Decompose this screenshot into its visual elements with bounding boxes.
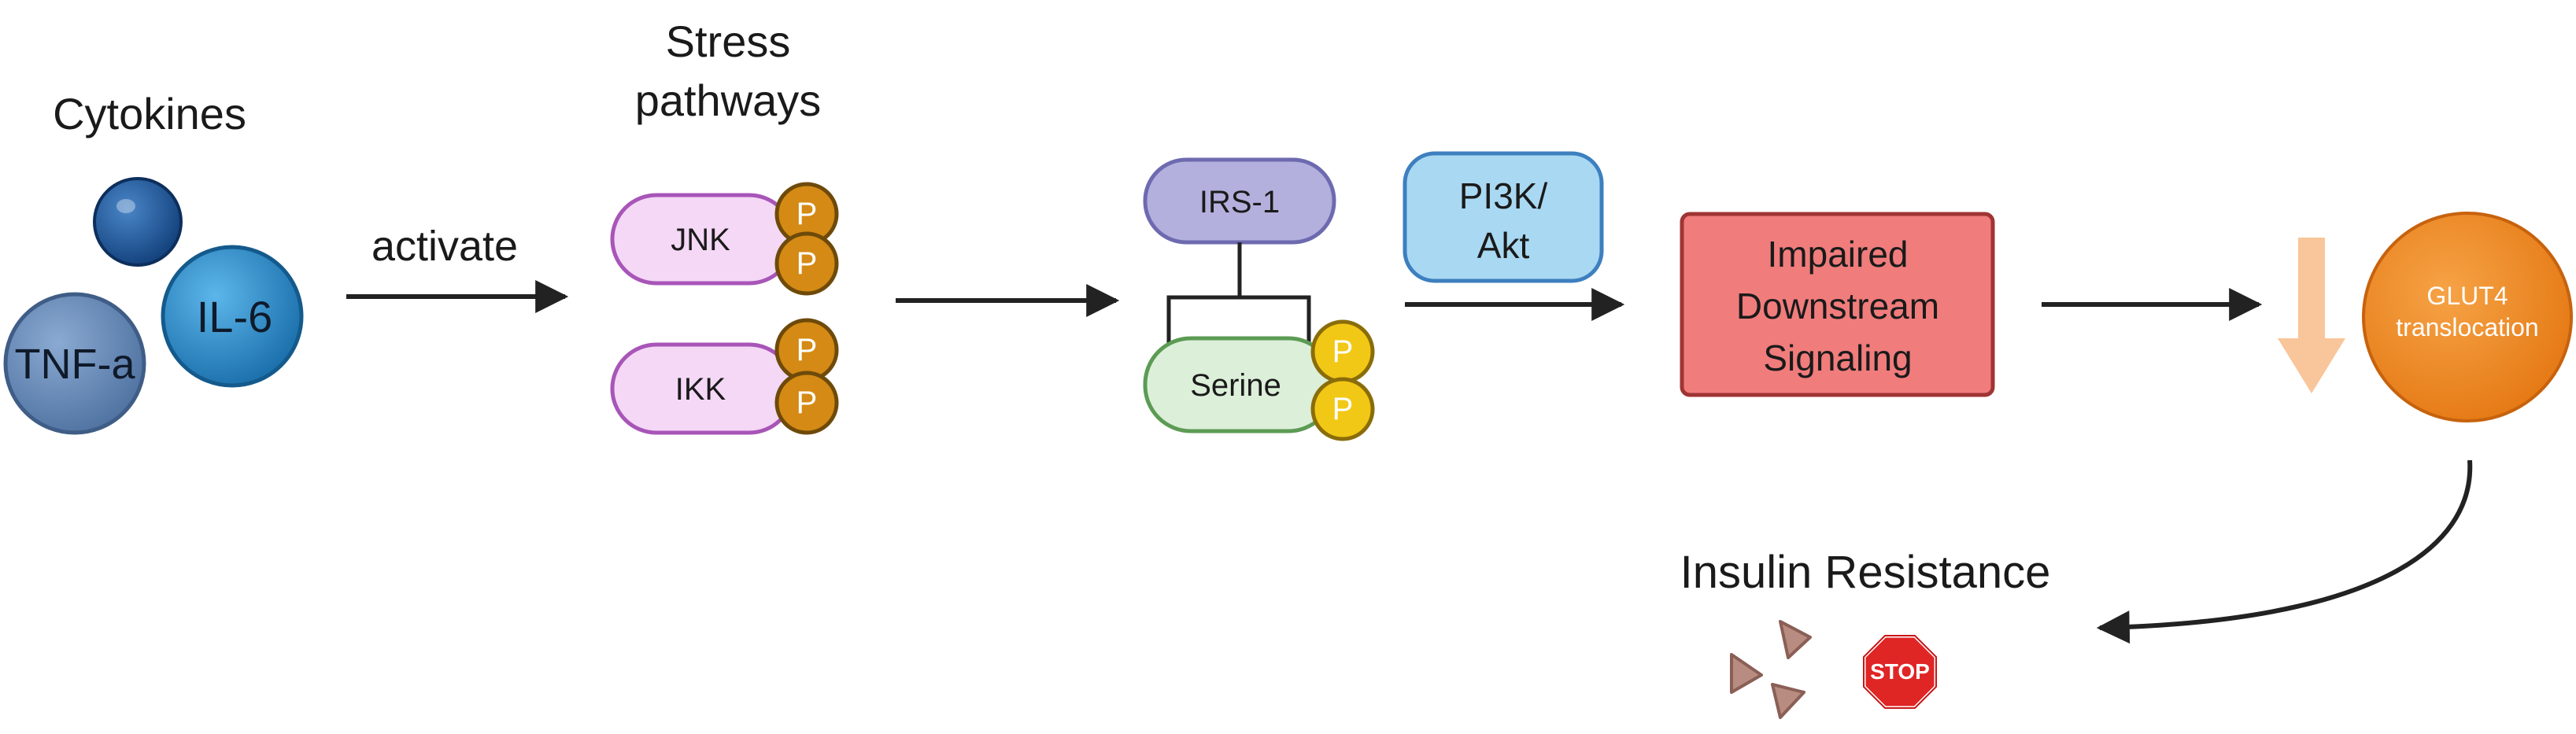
impaired-signaling-box [1680, 212, 1995, 397]
cytokines-title: Cytokines [53, 89, 246, 138]
ikk-label: IKK [674, 372, 726, 407]
impaired-line3: Signaling [1763, 337, 1913, 378]
arrows [346, 280, 2473, 644]
highlight [116, 199, 135, 213]
pi3k-line2: Akt [1476, 225, 1530, 266]
ikk-kinase [610, 318, 839, 435]
fragment-icons [1730, 620, 1812, 719]
phosphate-label: P [796, 333, 818, 367]
stress-title-line1: Stress [665, 17, 791, 66]
phosphate-icon [774, 231, 839, 296]
activate-label: activate [371, 223, 519, 270]
impaired-line2: Downstream [1735, 286, 1940, 326]
fragment-icon [1779, 620, 1812, 659]
insulin-resistance-title: Insulin Resistance [1680, 547, 2051, 598]
serine-label: Serine [1190, 368, 1281, 403]
stop-sign-icon [1861, 633, 1938, 710]
phosphate-icon [774, 371, 839, 435]
fragment-icon [1771, 683, 1805, 719]
glut4-line2: translocation [2396, 313, 2539, 341]
phosphate-label: P [796, 385, 818, 420]
tnf-label: TNF-a [14, 341, 135, 388]
cytokine-tnf [3, 292, 146, 435]
fragment-icon [1730, 653, 1763, 694]
irs1-label: IRS-1 [1199, 185, 1281, 219]
phosphate-label: P [796, 246, 818, 281]
pi3k-line1: PI3K/ [1458, 175, 1548, 216]
phosphate-label: P [1332, 392, 1354, 426]
cytokine-il6 [161, 245, 304, 388]
il6-label: IL-6 [196, 292, 273, 341]
irs1-complex [1143, 157, 1375, 441]
arrow-to-insulin-resistance [2096, 459, 2473, 644]
impaired-line1: Impaired [1767, 234, 1909, 275]
jnk-kinase [610, 182, 839, 296]
phosphate-label: P [796, 197, 818, 231]
pi3k-akt-box [1403, 151, 1604, 283]
phosphate-label: P [1332, 334, 1354, 369]
jnk-label: JNK [671, 223, 730, 257]
glut4-circle [2362, 212, 2573, 422]
cytokines-group [3, 177, 304, 435]
phosphate-icon [1310, 377, 1375, 441]
glut4-line1: GLUT4 [2426, 282, 2508, 310]
stress-title-line2: pathways [634, 76, 822, 125]
stop-label: STOP [1870, 659, 1930, 684]
cytokine-dark-blue [93, 177, 183, 267]
arrow-down-icon [2278, 238, 2345, 393]
